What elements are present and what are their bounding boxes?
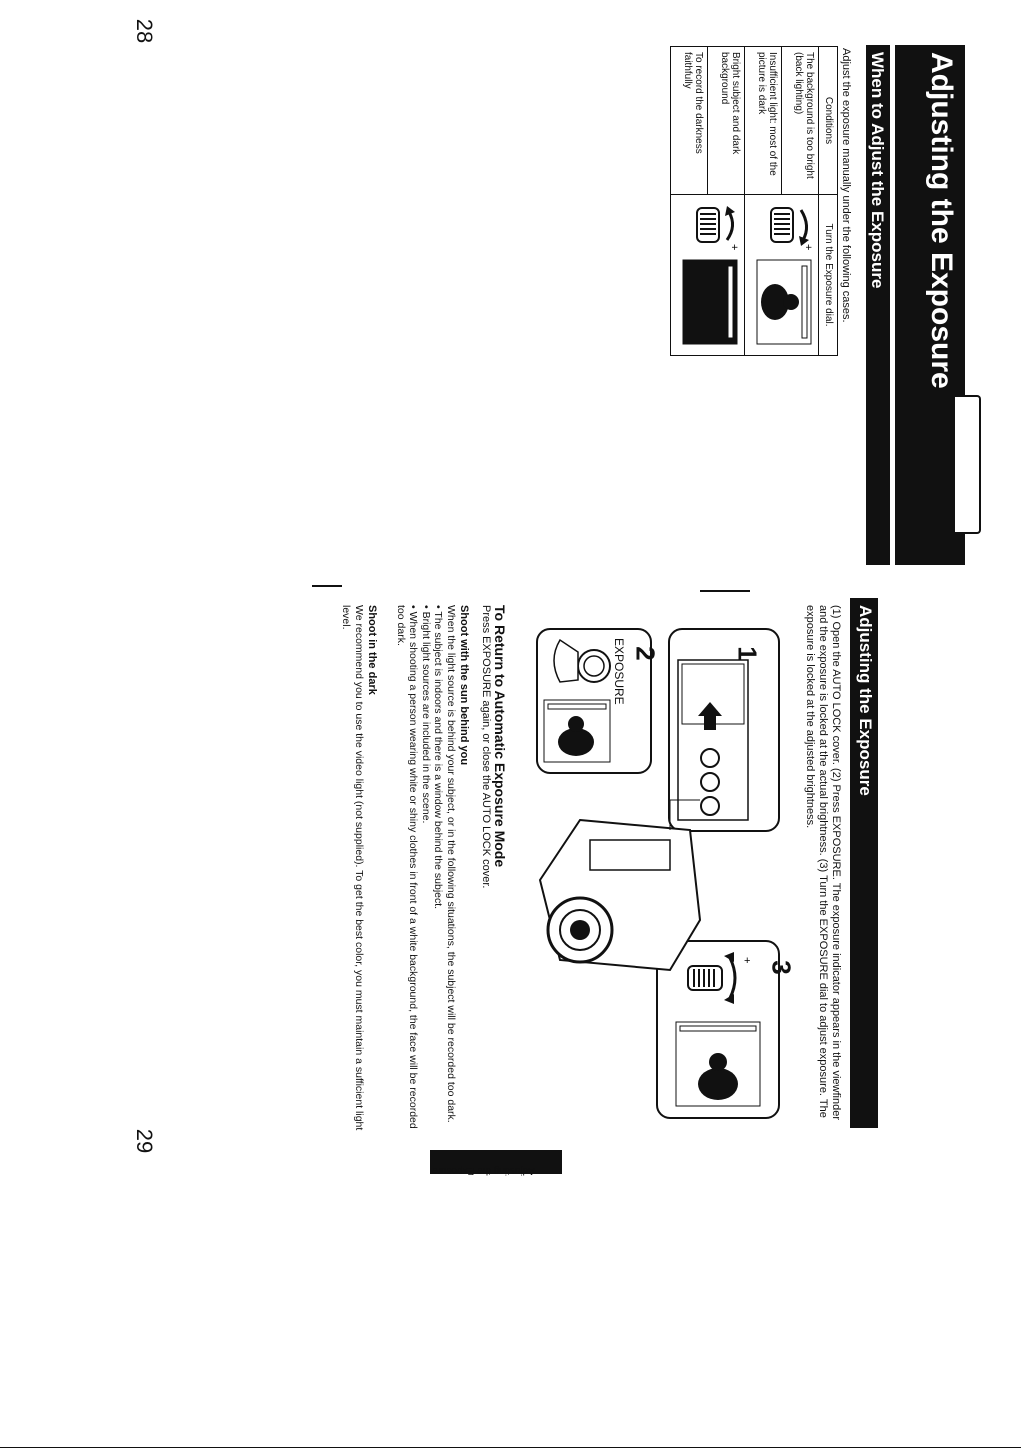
condition-cell: To record the darkness faithfully	[670, 46, 708, 195]
press-exposure-illustration	[543, 638, 611, 763]
table-header-row: Conditions Turn the Exposure dial.	[818, 46, 838, 356]
section-heading-bar	[866, 45, 890, 565]
conditions-table: Conditions Turn the Exposure dial. The b…	[670, 46, 838, 356]
table-row: The background is too bright (back light…	[744, 46, 819, 356]
svg-text:+: +	[802, 244, 814, 250]
step-3-panel: 3 +	[656, 940, 797, 1119]
step-1-panel: 1	[668, 628, 780, 832]
shoot-sun-text: When the light source is behind your sub…	[445, 605, 457, 1123]
list-item: • When shooting a person wearing white o…	[395, 605, 420, 1129]
footer-tab-label: Adjusting the Exposure	[432, 1165, 535, 1176]
turn-exposure-dial-illustration: +	[675, 952, 761, 1107]
exposure-dial-plus-icon: +	[756, 207, 814, 345]
svg-text:+: +	[728, 244, 740, 250]
list-item: • Bright light sources are included in t…	[420, 605, 432, 824]
footer-tab-bar	[430, 1150, 562, 1174]
section-heading-bar	[850, 598, 878, 1128]
scan-mark	[312, 585, 342, 587]
section-tab-marker	[955, 395, 981, 534]
return-text: Press EXPOSURE again, or close the AUTO …	[480, 605, 492, 889]
camcorder-illustration	[538, 799, 702, 972]
step-2-panel: 2 EXPOSURE	[536, 628, 661, 774]
shoot-sun-body: When the light source is behind your sub…	[395, 605, 457, 1145]
condition-cell: The background is too bright (back light…	[781, 46, 819, 195]
svg-text:+: +	[744, 955, 750, 967]
page-title: Adjusting the Exposure	[925, 52, 958, 389]
steps-paragraph: (1) Open the AUTO LOCK cover. (2) Press …	[804, 605, 842, 1120]
auto-lock-cover-illustration	[677, 659, 749, 821]
page-number-left: 28	[132, 18, 158, 44]
scan-mark	[0, 1447, 1021, 1448]
condition-cell: Bright subject and dark background	[707, 46, 745, 195]
exposure-dial-minus-icon: +	[682, 206, 740, 345]
dial-plus-illustration: +	[744, 194, 819, 356]
return-heading: To Return to Automatic Exposure Mode	[492, 605, 508, 868]
scan-mark	[700, 590, 750, 592]
section-heading-when: When to Adjust the Exposure	[868, 52, 887, 289]
table-row: Bright subject and dark background +	[670, 46, 745, 356]
section-heading-adjusting: Adjusting the Exposure	[856, 605, 875, 796]
shoot-dark-text: We recommend you to use the video light …	[340, 605, 366, 1131]
shoot-sun-heading: Shoot with the sun behind you	[458, 605, 470, 766]
dial-minus-illustration: +	[670, 194, 745, 356]
shoot-dark-heading: Shoot in the dark	[366, 605, 378, 695]
table-header-dial: Turn the Exposure dial.	[818, 194, 838, 356]
table-header-conditions: Conditions	[818, 46, 838, 195]
condition-cell: Insufficient light: most of the picture …	[744, 46, 782, 195]
list-item: • The subject is indoors and there is a …	[432, 605, 445, 910]
title-bar	[895, 45, 965, 565]
page-number-right: 29	[132, 1128, 158, 1154]
intro-text: Adjust the exposure manually under the f…	[840, 48, 852, 323]
